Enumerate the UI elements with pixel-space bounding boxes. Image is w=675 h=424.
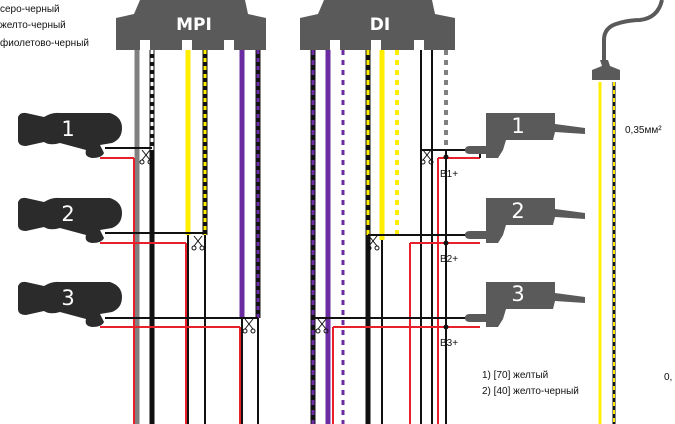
injector-body xyxy=(18,112,122,158)
injector-number: 2 xyxy=(61,202,74,226)
di-injector-1: 1 xyxy=(465,113,585,158)
label-b2: B2+ xyxy=(440,254,458,265)
scissors-icon xyxy=(420,149,434,165)
injector-body xyxy=(465,282,585,327)
wire-bundle xyxy=(133,50,448,424)
legend-top-3: фиолетово-черный xyxy=(0,37,89,49)
power-cable xyxy=(592,0,664,424)
scissors-icon xyxy=(191,235,205,251)
injector-body xyxy=(465,113,585,158)
di-injector-wiring xyxy=(313,149,481,328)
scissors-icon xyxy=(315,318,329,334)
connector-di-body xyxy=(300,0,455,50)
mpi-injector-wiring xyxy=(100,147,258,328)
di-injector-2: 2 xyxy=(465,198,585,243)
mpi-injector-3: 3 xyxy=(18,281,122,327)
label-b3: B3+ xyxy=(440,338,458,349)
cable-spec-partial: 0, xyxy=(664,372,672,383)
connector-mpi-title: MPI xyxy=(176,15,212,35)
cable-spec: 0,35мм² xyxy=(625,125,662,136)
di-injector-3: 3 xyxy=(465,282,585,327)
legend-bottom-1: 1) [70] желтый xyxy=(482,370,548,381)
connector-di: DI xyxy=(300,0,455,50)
mpi-injector-2: 2 xyxy=(18,197,122,243)
mpi-injector-1: 1 xyxy=(18,112,122,158)
injector-body xyxy=(465,198,585,243)
legend-top-2: желто-черный xyxy=(0,20,66,31)
injector-number: 1 xyxy=(511,114,524,138)
injector-number: 3 xyxy=(511,282,524,306)
junction-dots xyxy=(443,154,449,330)
label-b1: B1+ xyxy=(440,169,458,180)
legend-top-1: серо-черный xyxy=(0,4,60,15)
scissors-icons xyxy=(139,149,434,334)
plug-icon xyxy=(592,60,620,80)
legend-bottom-2: 2) [40] желто-черный xyxy=(482,386,579,397)
scissors-icon xyxy=(366,235,380,251)
injector-number: 2 xyxy=(511,199,524,223)
injector-body xyxy=(18,197,122,243)
injector-number: 3 xyxy=(61,286,74,310)
injector-number: 1 xyxy=(61,117,74,141)
connector-mpi-body xyxy=(116,0,266,50)
injector-body xyxy=(18,281,122,327)
connector-di-title: DI xyxy=(370,15,390,35)
scissors-icon xyxy=(139,149,153,165)
connector-mpi: MPI xyxy=(116,0,266,50)
scissors-icon xyxy=(242,318,256,334)
